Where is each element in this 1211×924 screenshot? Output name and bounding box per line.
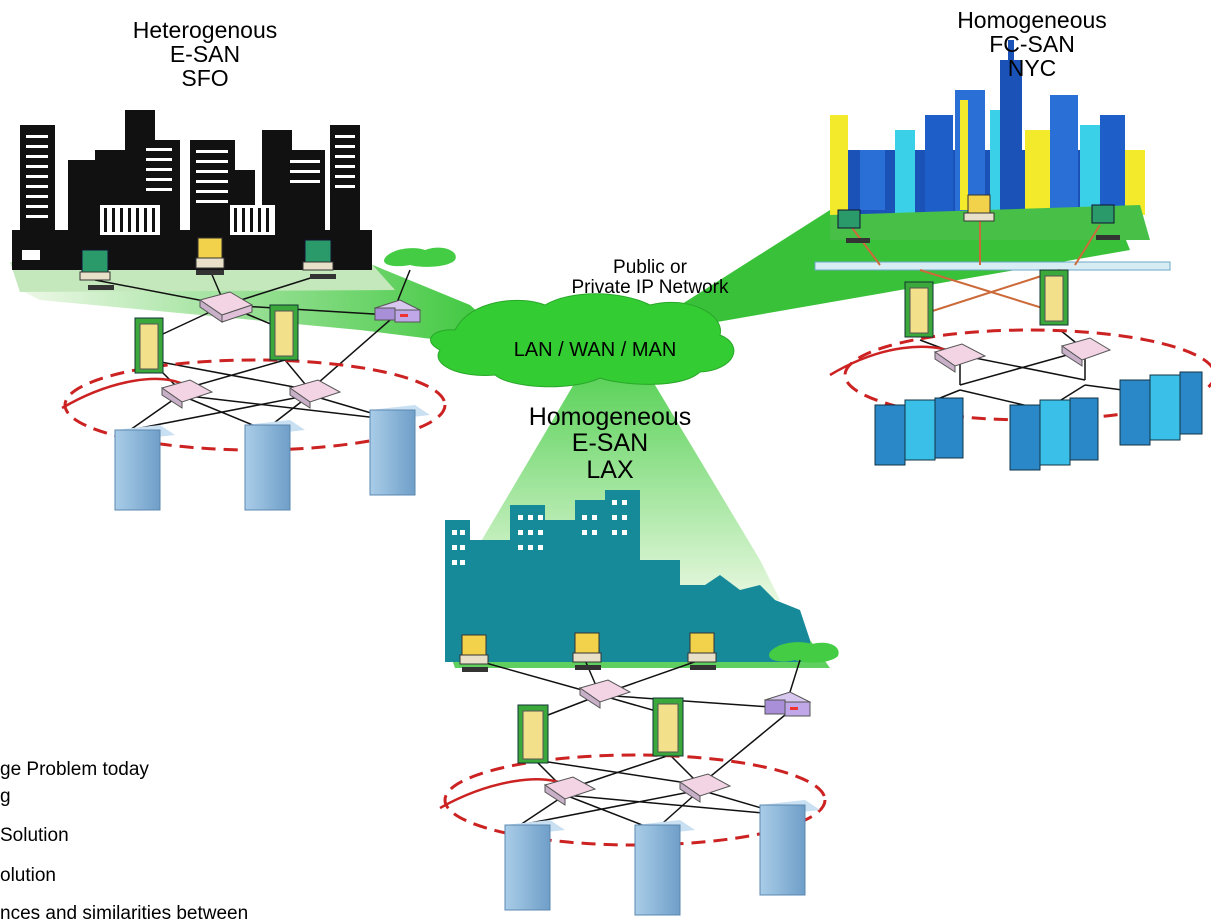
switch-icon [543,776,597,806]
storage-array-icon [369,405,430,496]
network-label-line-2: Private IP Network [571,276,729,298]
sfo-label: Heterogenous E-SAN SFO [95,17,315,92]
sfo-cloud-router-icon [384,247,456,267]
server-tower-icon [517,704,549,764]
server-tower-icon [904,281,934,338]
cloud-label: LAN / WAN / MAN [513,339,677,361]
bullet-line-2: g [0,786,11,807]
bullet-line-5: nces and similarities between [0,903,249,924]
network-label: Public or Private IP Network [540,258,760,298]
cloud-icon [430,293,735,388]
lax-label: Homogeneous E-SAN LAX [495,404,725,483]
switch-icon [678,773,732,803]
nyc-label: Homogeneous FC-SAN NYC [912,7,1152,82]
storage-array-icon [1009,397,1099,471]
computer-icon [963,194,995,222]
lax-skyline [445,490,810,662]
storage-array-icon [244,420,305,511]
router-icon [373,299,422,323]
computer-icon [837,209,870,243]
nyc-label-line-3: NYC [1007,55,1057,82]
switch-icon [288,379,342,409]
nyc-label-line-1: Homogeneous [957,7,1107,33]
nyc-label-line-2: FC-SAN [989,31,1075,58]
bullet-line-1: ge Problem today [0,759,149,780]
lax-label-line-1: Homogeneous [528,403,692,431]
fc-bus [814,261,1171,271]
computer-icon [572,632,602,670]
sfo-skyline [12,110,372,270]
network-label-line-1: Public or [613,257,687,278]
server-tower-icon [134,317,164,374]
sfo-network [61,237,447,511]
nyc-skyline [830,40,1150,240]
switch-icon [1060,337,1112,367]
computer-icon [687,632,717,670]
storage-array-icon [114,425,175,511]
lax-label-line-2: E-SAN [571,429,649,458]
computer-icon [1091,204,1120,240]
bullet-line-4: olution [0,865,56,886]
storage-array-icon [759,800,820,896]
storage-array-icon [874,397,964,466]
server-tower-icon [1039,269,1069,326]
server-tower-icon [269,304,299,361]
lax-cloud-router-icon [769,642,839,663]
router-icon [763,691,812,717]
computer-icon [302,239,336,279]
storage-array-icon [504,820,565,911]
storage-array-icon [634,820,695,916]
computer-icon [195,237,225,275]
server-tower-icon [652,697,684,757]
sfo-label-line-3: SFO [181,65,229,92]
lax-label-line-3: LAX [586,455,634,484]
sfo-label-line-1: Heterogenous [132,17,278,43]
storage-array-icon [1119,371,1203,446]
switch-icon [198,291,254,323]
sfo-label-line-2: E-SAN [169,41,241,68]
nyc-network [814,194,1211,471]
lax-network [439,632,827,916]
computer-icon [459,634,489,672]
computer-icon [79,249,114,290]
bullet-line-3: Solution [0,825,69,846]
switch-icon [578,679,632,709]
switch-icon [160,379,214,409]
switch-icon [933,343,987,373]
